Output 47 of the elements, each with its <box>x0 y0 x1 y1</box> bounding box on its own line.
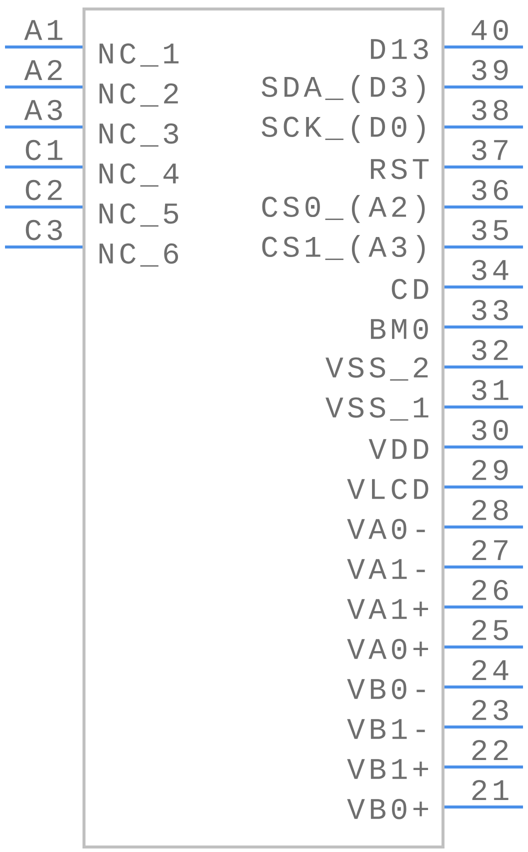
component-body <box>82 8 444 848</box>
pin-name: CS1_(A3) <box>262 235 425 263</box>
pin-name: VB0+ <box>347 798 428 820</box>
pin-number: 37 <box>472 140 508 160</box>
pin-number: 34 <box>472 260 508 280</box>
pin-name: NC_4 <box>100 163 178 187</box>
pin-number: 40 <box>472 20 508 40</box>
pin-number: 36 <box>472 180 508 200</box>
pin-name: VB0- <box>347 678 425 700</box>
pin-name: NC_1 <box>100 43 179 67</box>
pin-number: 27 <box>472 540 508 560</box>
pin-name: RST <box>370 158 429 180</box>
pin-name: NC_2 <box>100 83 178 107</box>
pin-number: 32 <box>472 340 508 360</box>
pin-name: VSS_1 <box>326 397 428 421</box>
pin-number: 35 <box>472 220 508 240</box>
pin-name: VA1- <box>347 559 425 579</box>
pin-number: 28 <box>472 500 508 520</box>
pin-number: 23 <box>472 700 508 720</box>
pin-number: 39 <box>472 60 508 80</box>
pin-number: 21 <box>472 780 508 800</box>
pin-name: VA0+ <box>347 638 428 660</box>
pin-name: VB1- <box>347 719 425 739</box>
pin-name: NC_5 <box>100 203 178 227</box>
pin-name: NC_6 <box>100 243 178 267</box>
pin-name: CD <box>392 278 428 300</box>
pin-name: VA1+ <box>347 599 428 619</box>
pin-number: 22 <box>472 740 508 760</box>
pin-name: BM0 <box>370 318 428 340</box>
pin-name: CS0_(A2) <box>262 195 425 223</box>
pin-number: 38 <box>472 100 508 120</box>
pin-name: VB1+ <box>347 759 428 779</box>
pin-name: D13 <box>370 38 428 60</box>
pin-name: VA0- <box>347 518 425 540</box>
pin-number: 33 <box>472 300 508 320</box>
pin-name: SCK_(D0) <box>262 115 425 143</box>
pin-name: SDA_(D3) <box>262 75 425 103</box>
pin-number: 26 <box>472 580 508 600</box>
pin-number: 24 <box>472 660 508 680</box>
pin-number: 30 <box>472 420 508 440</box>
pin-number: 29 <box>472 460 508 480</box>
pin-name: VLCD <box>347 478 428 500</box>
pin-number: 31 <box>472 380 508 400</box>
pin-name: VDD <box>368 439 428 459</box>
pin-name: VSS_2 <box>326 357 428 381</box>
pin-name: NC_3 <box>100 123 178 147</box>
pin-number: 25 <box>472 620 508 640</box>
